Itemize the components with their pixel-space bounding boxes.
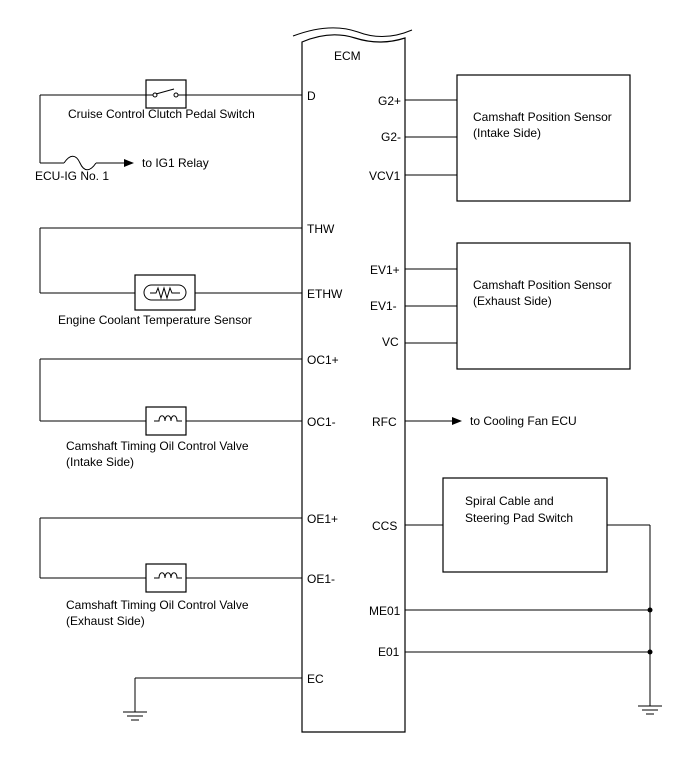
clutch-switch-icon: [145, 79, 187, 109]
ocv-exhaust-label-1: Camshaft Timing Oil Control Valve: [66, 598, 249, 612]
junction-icon: [647, 649, 653, 655]
rfc-circuit: to Cooling Fan ECU: [405, 414, 577, 428]
pin-oc1-plus: OC1+: [307, 353, 339, 367]
ocv-exhaust-circuit: Camshaft Timing Oil Control Valve (Exhau…: [39, 517, 302, 628]
pin-g2-plus: G2+: [378, 94, 401, 108]
pin-ev1-plus: EV1+: [370, 263, 400, 277]
arrow-icon: [452, 417, 462, 425]
fuse-icon: [63, 155, 97, 171]
coolant-sensor-circuit: Engine Coolant Temperature Sensor: [39, 227, 302, 327]
cam-sensor-intake-box: [456, 74, 631, 202]
ocv-intake-label-2: (Intake Side): [66, 455, 134, 469]
coolant-sensor-label: Engine Coolant Temperature Sensor: [58, 313, 252, 327]
pin-rfc: RFC: [372, 415, 397, 429]
spiral-cable-circuit: Spiral Cable and Steering Pad Switch: [405, 477, 662, 715]
cam-exhaust-label-2: (Exhaust Side): [473, 294, 552, 308]
cam-sensor-exhaust: Camshaft Position Sensor (Exhaust Side): [405, 242, 631, 370]
cam-sensor-intake: Camshaft Position Sensor (Intake Side): [405, 74, 631, 202]
fuse-label: ECU-IG No. 1: [35, 169, 109, 183]
spiral-cable-box: [442, 477, 608, 573]
pin-ethw: ETHW: [307, 287, 343, 301]
ig1-relay-label: to IG1 Relay: [142, 156, 209, 170]
ocv-intake-circuit: Camshaft Timing Oil Control Valve (Intak…: [39, 358, 302, 469]
cam-sensor-exhaust-box: [456, 242, 631, 370]
pin-ccs: CCS: [372, 519, 397, 533]
pin-thw: THW: [307, 222, 335, 236]
pin-d: D: [307, 89, 316, 103]
clutch-switch-label: Cruise Control Clutch Pedal Switch: [68, 107, 255, 121]
cam-intake-label-2: (Intake Side): [473, 126, 541, 140]
pin-oe1-minus: OE1-: [307, 572, 335, 586]
pin-me01: ME01: [369, 604, 401, 618]
ecm-block: ECM: [292, 27, 413, 733]
clutch-switch-circuit: Cruise Control Clutch Pedal Switch ECU-I…: [35, 79, 302, 183]
ocv-intake-label-1: Camshaft Timing Oil Control Valve: [66, 439, 249, 453]
ground-icon: [123, 711, 147, 721]
pin-oe1-plus: OE1+: [307, 512, 338, 526]
pin-ev1-minus: EV1-: [370, 299, 397, 313]
pin-oc1-minus: OC1-: [307, 415, 336, 429]
cam-intake-label-1: Camshaft Position Sensor: [473, 110, 612, 124]
pin-g2-minus: G2-: [381, 130, 401, 144]
pin-vc: VC: [382, 335, 399, 349]
solenoid-icon: [145, 563, 187, 593]
arrow-icon: [124, 159, 134, 167]
pin-e01: E01: [378, 645, 400, 659]
pin-vcv1: VCV1: [369, 169, 401, 183]
cooling-fan-label: to Cooling Fan ECU: [470, 414, 577, 428]
pin-ec: EC: [307, 672, 324, 686]
ec-ground: [123, 677, 302, 721]
spiral-label-1: Spiral Cable and: [465, 494, 554, 508]
ocv-exhaust-label-2: (Exhaust Side): [66, 614, 145, 628]
ground-icon: [638, 705, 662, 715]
junction-icon: [647, 607, 653, 613]
cam-exhaust-label-1: Camshaft Position Sensor: [473, 278, 612, 292]
ecm-title: ECM: [334, 49, 361, 63]
spiral-label-2: Steering Pad Switch: [465, 511, 573, 525]
